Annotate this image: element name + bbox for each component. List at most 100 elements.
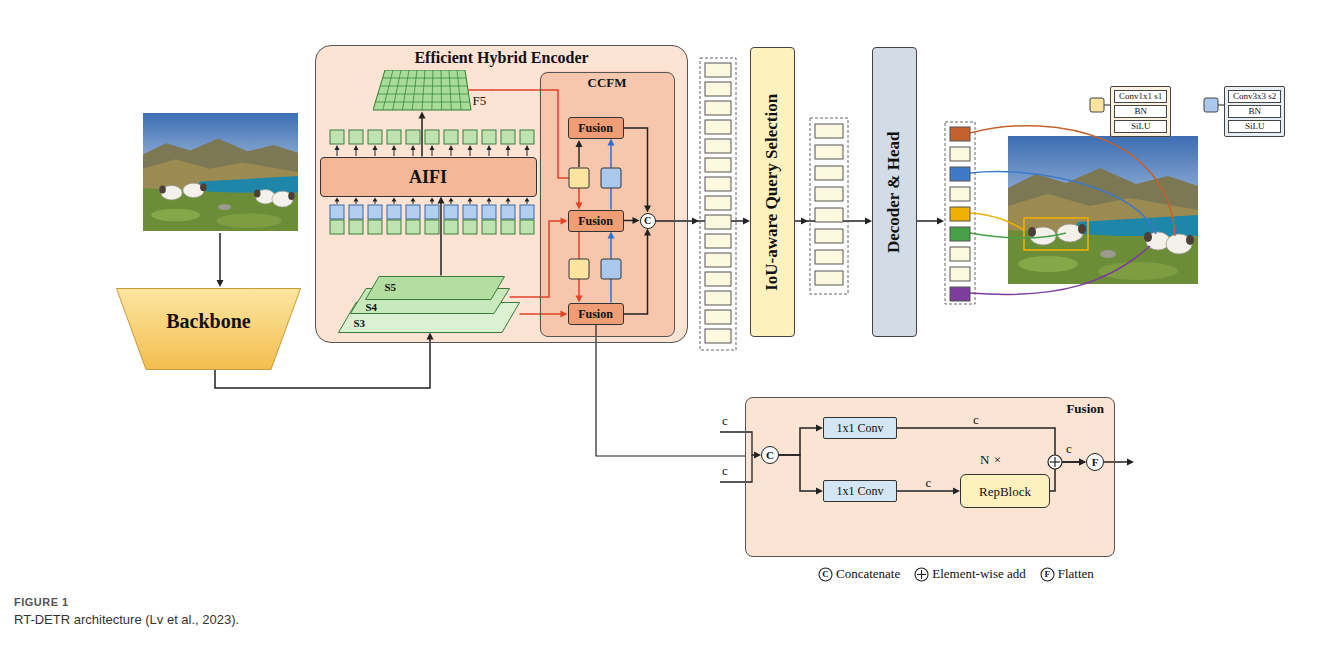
output-arrow (1104, 461, 1128, 463)
output-photo (1008, 136, 1198, 284)
node-text: RepBlock (979, 485, 1031, 498)
legend-text: Concatenate (836, 566, 900, 582)
token (349, 220, 363, 234)
query-token (815, 208, 843, 222)
arrowhead (743, 218, 750, 225)
arrowhead (354, 198, 359, 202)
node-text: SiLU (1114, 120, 1167, 133)
plate-face (365, 276, 504, 299)
grid-line (375, 101, 469, 102)
connector-line (520, 313, 562, 315)
token (501, 130, 515, 144)
arrowhead (354, 145, 359, 150)
node-text: Fusion (578, 308, 613, 320)
arrowhead (335, 145, 340, 150)
connector-line (779, 455, 817, 491)
input-line (720, 432, 755, 455)
token (330, 130, 344, 144)
query-token (705, 177, 731, 191)
output-token (950, 167, 970, 181)
token (406, 205, 420, 219)
arrowhead (1079, 459, 1086, 466)
query-token (705, 215, 731, 229)
symbol-letter: C (818, 567, 833, 582)
input-line (720, 455, 752, 482)
connector-line (440, 202, 442, 275)
label-holder: N × (980, 453, 1001, 467)
connector (510, 218, 568, 298)
legend: CConcatenateElement-wise addFFlatten (818, 566, 1108, 582)
connector-line (624, 234, 648, 314)
arrowhead (487, 145, 492, 150)
token-arrow (394, 149, 395, 156)
query-selection-box: IoU-aware Query Selection (750, 47, 795, 337)
conv-box: 1x1 Conv (823, 417, 897, 439)
query-token (815, 124, 843, 138)
node-text: BN (1228, 105, 1281, 118)
query-token (815, 250, 843, 264)
token (330, 205, 344, 219)
query-token (705, 253, 731, 267)
grid-line (382, 77, 466, 78)
conv3x3-swatch (1204, 98, 1218, 112)
query-token (815, 187, 843, 201)
token (387, 130, 401, 144)
connector (520, 311, 568, 318)
connector-line (897, 490, 954, 492)
plate-face (350, 288, 509, 313)
concat-circle: C (761, 446, 779, 464)
query-token (705, 272, 731, 286)
grid-line (422, 70, 425, 110)
legend-symbol (914, 567, 929, 582)
node-text: Backbone (166, 310, 250, 332)
arrowhead (816, 488, 823, 495)
input-photo (143, 113, 298, 231)
detection-box (1024, 218, 1088, 250)
token (406, 130, 420, 144)
arrowhead (438, 197, 445, 204)
node-text: F5 (473, 94, 487, 108)
fusion-box: Fusion (568, 117, 624, 139)
add-symbol (1048, 455, 1062, 469)
label-holder: FIGURE 1 (14, 596, 69, 608)
node-text: 1x1 Conv (836, 485, 883, 497)
node-text: Conv3x3 s2 (1228, 90, 1281, 103)
token (501, 205, 515, 219)
output-token (950, 267, 970, 281)
token-column (945, 122, 975, 304)
token (406, 220, 420, 234)
arrowhead (561, 311, 568, 318)
match-line (970, 126, 1175, 236)
repeat-count: N × (980, 453, 1001, 467)
token-arrow (451, 149, 452, 156)
arrowhead (576, 140, 583, 147)
node-text: Decoder & Head (885, 131, 904, 253)
grid-line (457, 70, 461, 110)
feature-plate: S5 (365, 276, 505, 300)
node-text: Conv1x1 s1 (1114, 90, 1167, 103)
token-arrow (508, 149, 509, 156)
match-line (970, 233, 1066, 238)
ccfm-panel: CCFMFusionFusionFusionC (540, 72, 675, 337)
arrowhead (373, 198, 378, 202)
arrowhead (644, 206, 651, 213)
token (425, 220, 439, 234)
grid-line (402, 70, 409, 110)
arrowhead (608, 139, 615, 146)
arrowhead (953, 488, 960, 495)
query-token (705, 158, 731, 172)
arrowhead (449, 145, 454, 150)
edge-label-holder: c (924, 476, 934, 490)
arrowhead (430, 145, 435, 150)
connector-line (624, 220, 634, 222)
token (425, 130, 439, 144)
token-arrow (489, 149, 490, 156)
arrowhead (217, 280, 224, 287)
query-token (705, 196, 731, 210)
query-token (705, 329, 731, 343)
label-holder: c (722, 464, 728, 478)
arrowhead (449, 198, 454, 202)
token-arrow (413, 149, 414, 156)
figure-number: FIGURE 1 (14, 596, 69, 608)
symbol-letter: F (1040, 567, 1055, 582)
